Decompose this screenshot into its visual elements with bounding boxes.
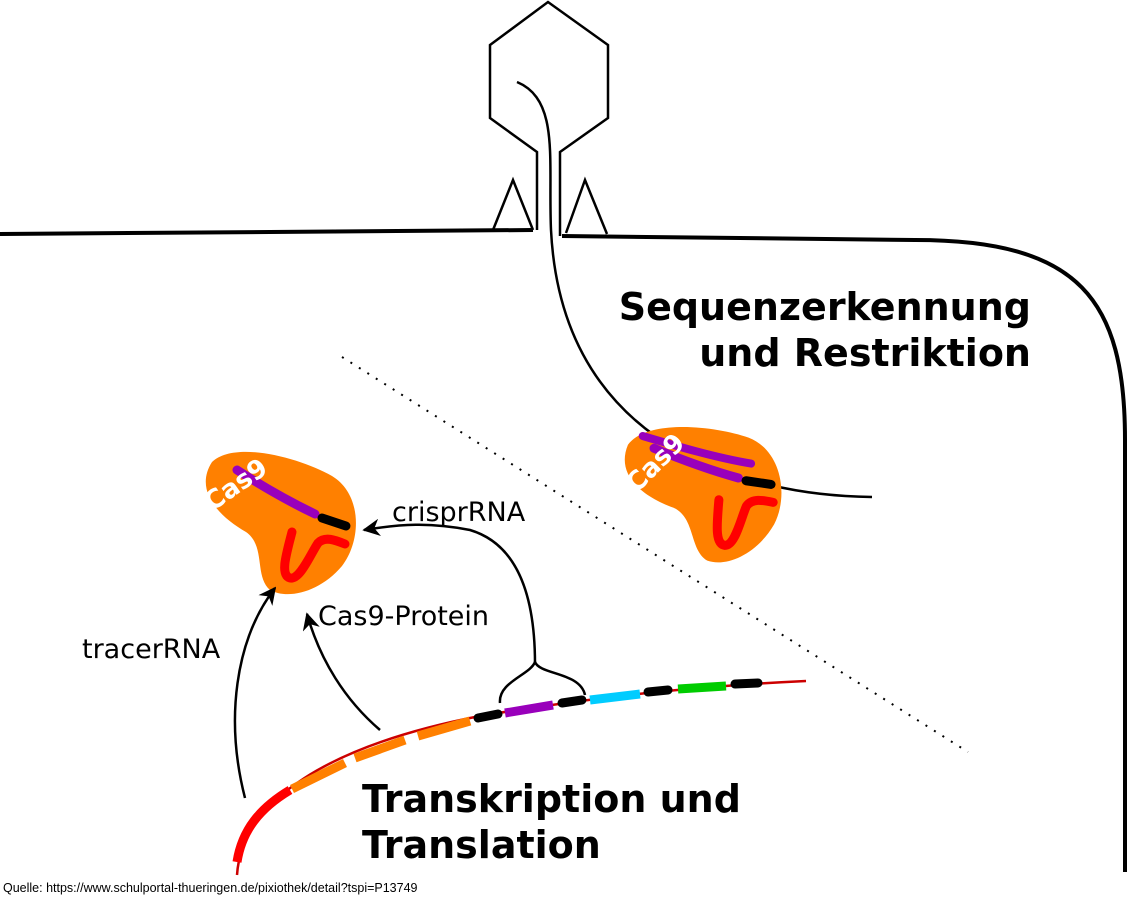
- arrow-crispr-rna: [362, 518, 537, 665]
- repeat-1: [473, 709, 503, 723]
- label-tracer-rna: tracerRNA: [82, 634, 221, 665]
- divider-line: [341, 356, 969, 753]
- label-crispr-rna: crisprRNA: [392, 497, 526, 528]
- cas9-complex-bound: Cas9: [613, 410, 792, 577]
- arrow-tracer-rna: [233, 586, 277, 799]
- brace: [498, 658, 587, 704]
- repeat-3: [643, 685, 673, 697]
- cell-membrane: [0, 228, 1127, 872]
- repeat-2: [557, 695, 587, 708]
- bacteriophage: [488, 0, 610, 236]
- cas-gene-3: [416, 716, 472, 741]
- title-sequence-line2: und Restriktion: [699, 331, 1031, 375]
- source-credit: Quelle: https://www.schulportal-thuering…: [3, 881, 418, 895]
- cas9-complex-assembled: Cas9: [199, 452, 356, 594]
- tracr-gene: [232, 786, 293, 863]
- arrow-cas9-protein: [302, 612, 381, 731]
- repeat-4: [730, 678, 763, 689]
- cas-gene-1: [290, 758, 347, 794]
- crispr-locus: [232, 678, 807, 876]
- title-transcription-line1: Transkription und: [362, 777, 741, 821]
- label-cas9-protein: Cas9-Protein: [318, 601, 489, 632]
- spacer-3: [677, 681, 727, 694]
- title-sequence-line1: Sequenzerkennung: [619, 285, 1031, 329]
- spacer-2: [589, 689, 641, 705]
- target-dna-strand: [638, 432, 756, 468]
- title-transcription-line2: Translation: [362, 823, 601, 867]
- cas-gene-2: [353, 735, 407, 763]
- spacer-1: [504, 700, 554, 718]
